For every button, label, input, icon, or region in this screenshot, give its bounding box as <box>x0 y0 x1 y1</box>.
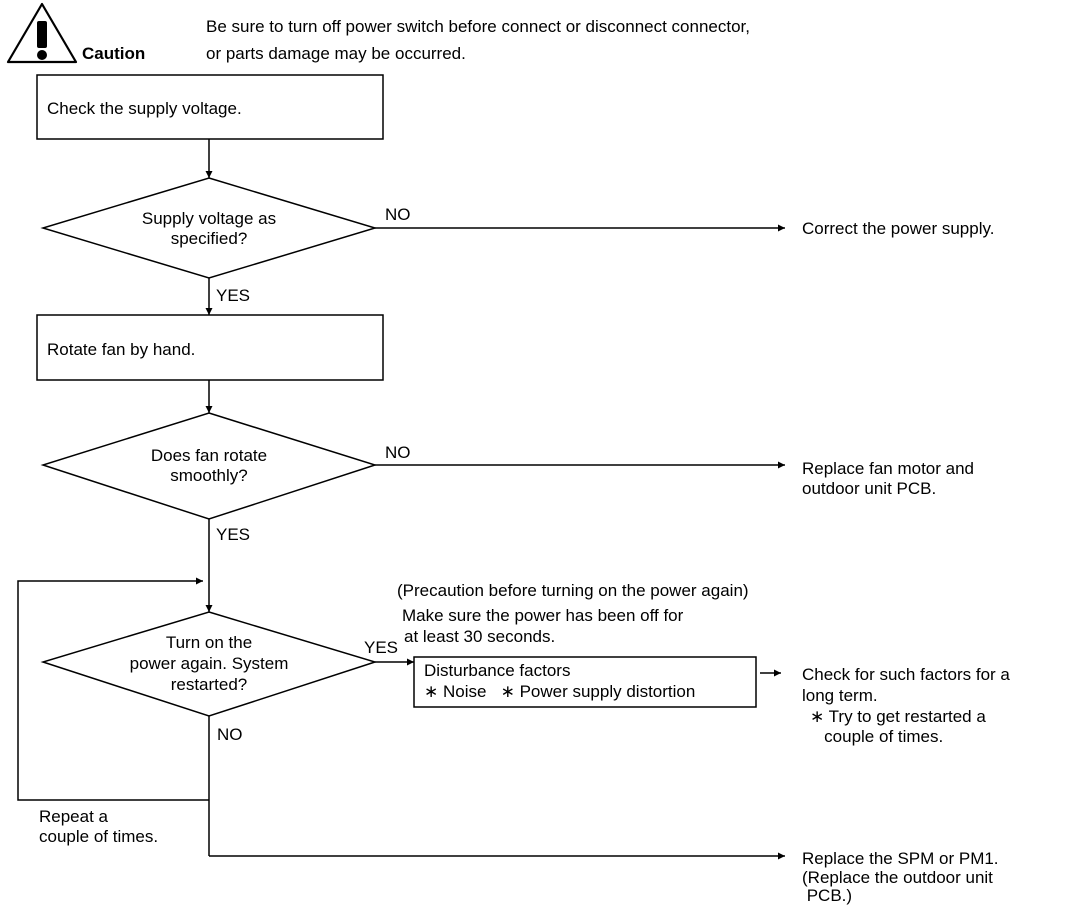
outcome-replace-fan-line-2: outdoor unit PCB. <box>802 479 937 498</box>
step-rotate-fan: Rotate fan by hand. <box>47 340 196 359</box>
decision-fan-line-1: Does fan rotate <box>150 446 268 465</box>
decision-restart-line-3: restarted? <box>170 675 248 694</box>
precaution-line-3: at least 30 seconds. <box>404 627 556 646</box>
decision-voltage-line-1: Supply voltage as <box>141 209 277 228</box>
outcome-replace-spm-line-3: PCB.) <box>802 886 853 905</box>
step-box-check-voltage <box>36 74 384 140</box>
disturbance-title: Disturbance factors <box>424 661 571 680</box>
caution-line-2: or parts damage may be occurred. <box>206 44 466 63</box>
branch-label-yes-2: YES <box>216 525 251 544</box>
repeat-note-line-2: couple of times. <box>39 827 159 846</box>
decision-voltage-line-2: specified? <box>170 229 248 248</box>
caution-line-1: Be sure to turn off power switch before … <box>206 17 750 36</box>
outcome-replace-spm-line-1: Replace the SPM or PM1. <box>802 849 999 868</box>
branch-label-yes-3: YES <box>364 638 399 657</box>
decision-fan-line-2: smoothly? <box>170 466 248 485</box>
outcome-check-factors-line-4: couple of times. <box>810 727 944 746</box>
outcome-check-factors-line-1: Check for such factors for a <box>802 665 1010 684</box>
branch-label-no-2: NO <box>385 443 411 462</box>
decision-restart-line-2: power again. System <box>129 654 289 673</box>
outcome-check-factors-line-3: ∗ Try to get restarted a <box>810 707 986 726</box>
step-check-voltage: Check the supply voltage. <box>47 99 242 118</box>
branch-label-yes-1: YES <box>216 286 251 305</box>
outcome-replace-fan-line-1: Replace fan motor and <box>802 459 974 478</box>
outcome-replace-spm-line-2: (Replace the outdoor unit <box>802 868 993 887</box>
disturbance-box <box>413 656 757 708</box>
repeat-note-line-1: Repeat a <box>39 807 108 826</box>
outcome-check-factors-line-2: long term. <box>802 686 878 705</box>
decision-restart-line-1: Turn on the <box>165 633 253 652</box>
outcome-correct-power: Correct the power supply. <box>802 219 995 238</box>
step-box-rotate-fan <box>36 314 384 381</box>
precaution-line-1: (Precaution before turning on the power … <box>397 581 749 600</box>
connectors <box>17 139 785 860</box>
disturbance-items: ∗ Noise ∗ Power supply distortion <box>424 682 696 701</box>
branch-label-no-1: NO <box>385 205 411 224</box>
caution-label: Caution <box>82 44 146 63</box>
branch-label-no-3: NO <box>217 725 243 744</box>
precaution-line-2: Make sure the power has been off for <box>402 606 684 625</box>
warning-triangle-icon <box>6 2 78 64</box>
